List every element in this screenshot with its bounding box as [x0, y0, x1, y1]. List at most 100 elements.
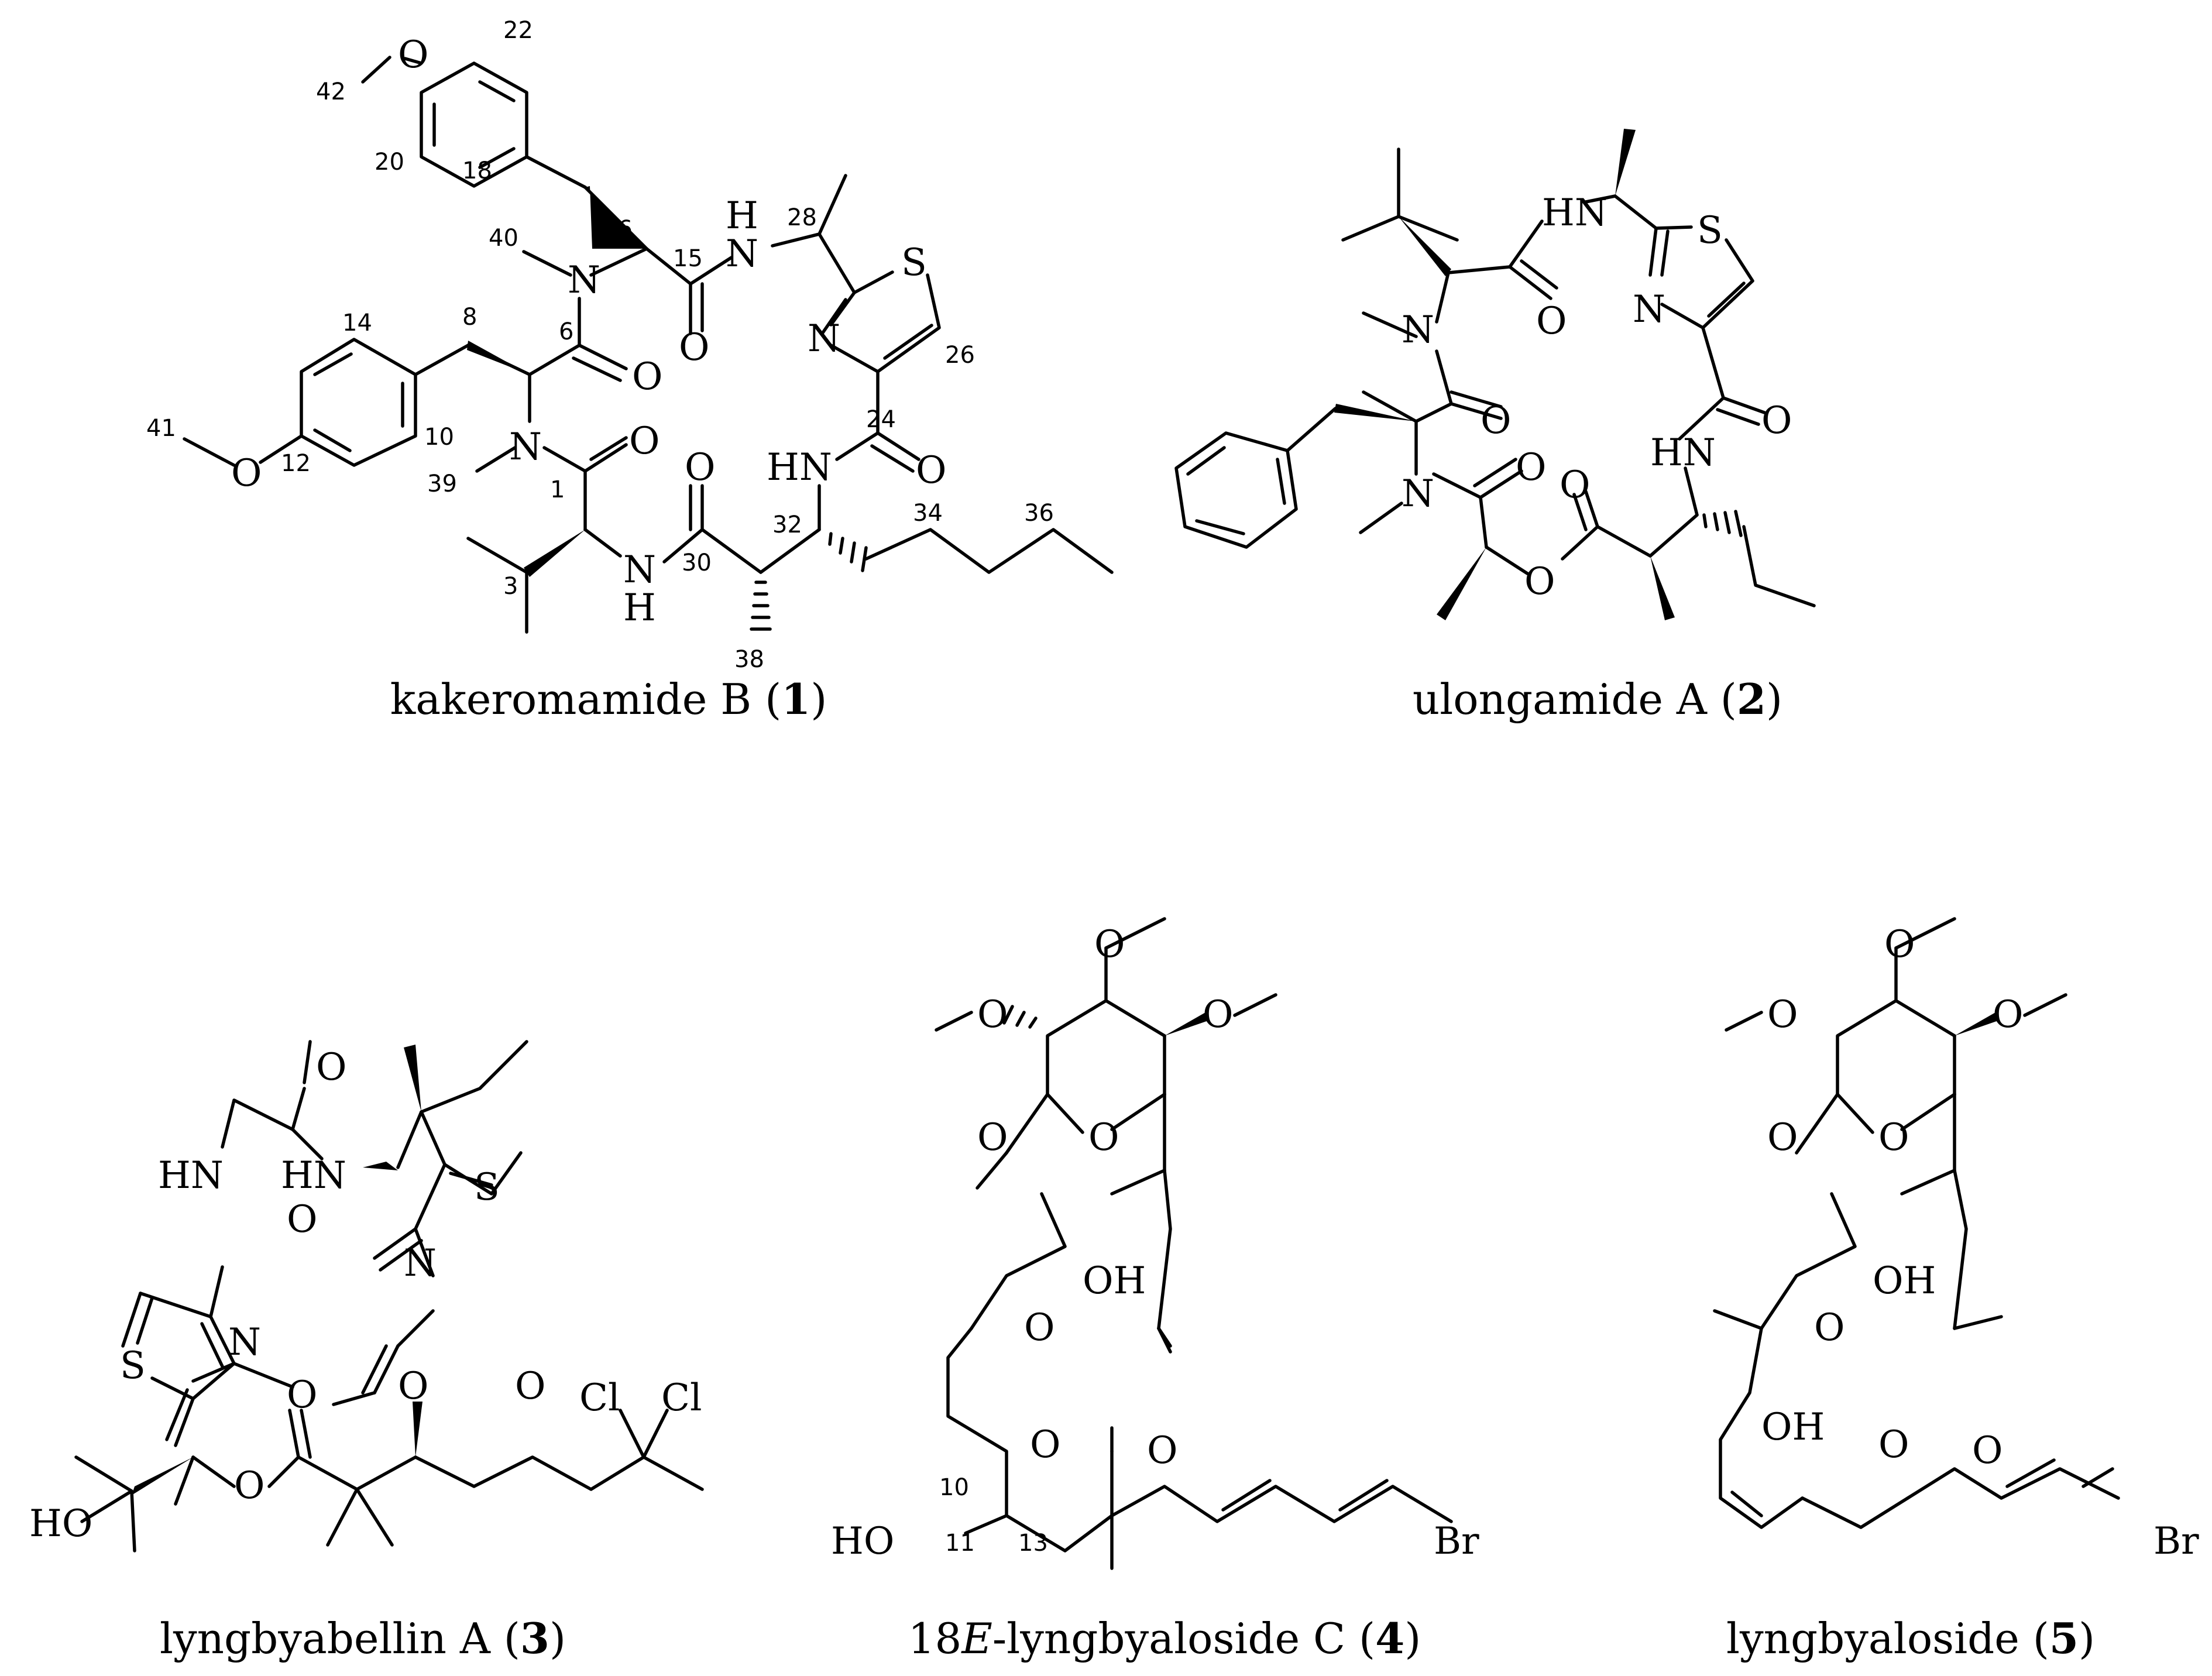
- bond: [578, 344, 628, 370]
- bond: [361, 1344, 388, 1395]
- bond: [1730, 1490, 1763, 1517]
- bond: [2082, 1467, 2114, 1488]
- bond: [1435, 271, 1450, 324]
- atom-label: O: [231, 452, 262, 495]
- structure-lyngbyaloside: [1713, 917, 2120, 1529]
- bond: [1584, 194, 1617, 204]
- locant: 38: [734, 646, 764, 673]
- bond: [191, 1455, 236, 1488]
- bond: [1701, 326, 1725, 400]
- atom-label: OH: [1761, 1406, 1825, 1449]
- bond: [700, 528, 762, 574]
- wedge-bond: [1399, 217, 1451, 276]
- wedge-bond: [363, 1162, 398, 1170]
- bond: [870, 444, 915, 473]
- atom-label: O: [1524, 560, 1555, 603]
- atom-label: S: [901, 241, 927, 284]
- bond: [1660, 303, 1705, 329]
- bond: [1713, 1309, 1763, 1330]
- bond: [1286, 407, 1337, 452]
- hash-bond: [1002, 1005, 1038, 1029]
- wedge-bond: [1955, 1012, 1997, 1036]
- bond: [1742, 525, 1816, 607]
- locant: 24: [866, 406, 896, 433]
- bond: [864, 528, 1114, 574]
- atom-label: O: [1767, 993, 1798, 1036]
- bond: [572, 356, 622, 382]
- hash-bond: [828, 532, 868, 572]
- bond: [1341, 215, 1400, 242]
- bond: [1520, 259, 1558, 290]
- bond: [1104, 917, 1166, 950]
- bond: [332, 1391, 376, 1406]
- bond: [976, 1151, 1008, 1190]
- locant: 41: [146, 415, 176, 442]
- bond: [829, 344, 880, 373]
- bond: [883, 324, 933, 360]
- locant: 40: [489, 225, 518, 252]
- bond: [1479, 496, 1488, 549]
- locant: 6: [559, 318, 573, 345]
- locant: 28: [787, 204, 817, 231]
- bond: [946, 1327, 1008, 1517]
- bond: [478, 147, 516, 169]
- bond: [443, 1151, 523, 1196]
- bond: [589, 436, 628, 461]
- atom-label: OH: [1873, 1259, 1936, 1303]
- bond: [74, 1455, 133, 1493]
- atom-label: Br: [2153, 1520, 2199, 1563]
- structure-lyngbyaloside-c: [935, 917, 1453, 1570]
- atom-labels: O N N H S N O O O N O HN O O N H HN S N …: [29, 33, 2199, 1563]
- bond: [414, 344, 470, 376]
- bond: [1104, 999, 1166, 1038]
- bond: [1338, 1479, 1389, 1512]
- bond: [80, 1489, 133, 1523]
- atom-label: N: [509, 425, 542, 469]
- bond: [935, 1011, 973, 1032]
- bond: [1725, 1011, 1763, 1032]
- atom-label: O: [287, 1198, 317, 1241]
- caption-compound-1: kakeromamide B (1): [390, 674, 827, 724]
- atom-label: O: [1972, 1429, 2003, 1472]
- caption-compound-4: 18E-lyngbyaloside C (4): [908, 1613, 1421, 1663]
- locant: 12: [281, 450, 311, 477]
- atom-label: O: [977, 993, 1008, 1036]
- structure-lyngbyabellin-a: [74, 1040, 704, 1553]
- bond: [191, 1362, 236, 1400]
- bond: [361, 56, 391, 84]
- bond: [1572, 493, 1588, 531]
- locant: 34: [913, 500, 943, 527]
- bond: [970, 1192, 1067, 1330]
- structure-kakeromamide-b: [183, 56, 1114, 634]
- bond: [642, 1409, 669, 1459]
- atom-label: Cl: [579, 1376, 620, 1420]
- bond: [1508, 219, 1544, 269]
- bond: [174, 1397, 195, 1447]
- bond: [1397, 215, 1459, 242]
- atom-label: O: [1516, 446, 1546, 489]
- bond: [1707, 281, 1746, 318]
- bond: [466, 537, 528, 574]
- locant: 16: [603, 216, 633, 243]
- atom-label: HN: [281, 1154, 346, 1197]
- atom-label: O: [1814, 1306, 1845, 1349]
- atom-label: O: [685, 446, 715, 489]
- bond: [414, 1163, 446, 1231]
- bond: [1046, 999, 1108, 1096]
- locant-numbers: 22 42 20 18 40 16 15 28 14 8 6 26 41 12 …: [146, 17, 1054, 1557]
- hash-bond: [750, 581, 772, 631]
- atom-label: O: [1094, 923, 1125, 966]
- bond: [1906, 1467, 2120, 1500]
- bond: [200, 1322, 224, 1368]
- bond: [1450, 390, 1503, 408]
- bond: [771, 232, 821, 248]
- bond: [1473, 458, 1517, 487]
- bond: [1005, 1093, 1049, 1155]
- bond: [478, 80, 516, 102]
- bond: [1432, 472, 1482, 499]
- bond: [1648, 226, 1658, 277]
- bond: [1654, 225, 1693, 230]
- bond: [300, 338, 417, 467]
- atom-label: O: [1761, 399, 1792, 442]
- atom-label: O: [1536, 300, 1567, 343]
